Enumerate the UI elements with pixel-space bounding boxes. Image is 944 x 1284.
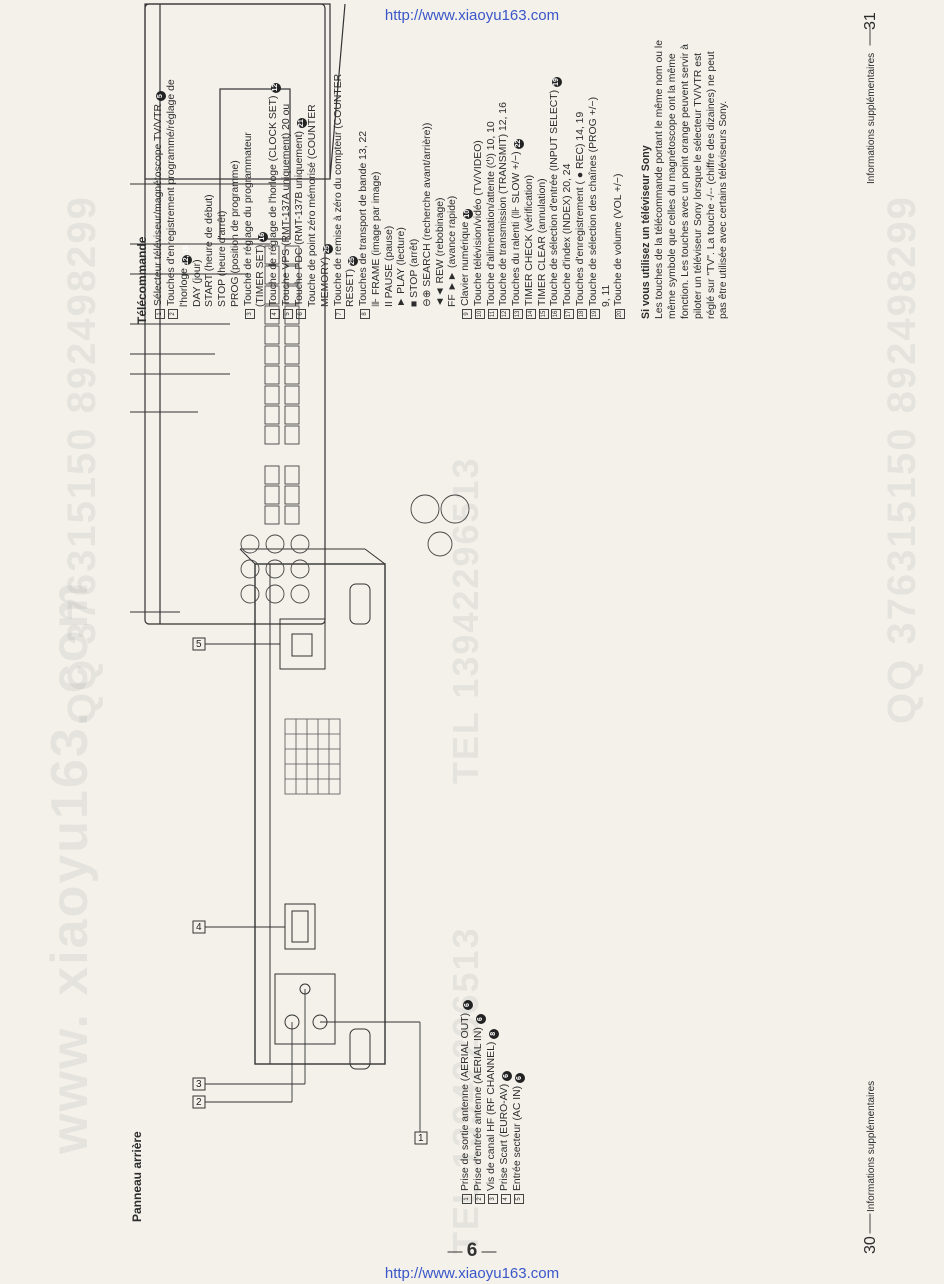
remote-item: 14TIMER CHECK (vérification) — [524, 174, 537, 319]
header-url[interactable]: http://www.xiaoyu163.com — [384, 7, 560, 24]
footer-url[interactable]: http://www.xiaoyu163.com — [384, 1265, 560, 1282]
remote-item: II PAUSE (pause) — [383, 225, 395, 307]
remote-item: STOP (heure d'arrêt) — [217, 210, 229, 307]
remote-item: 11Touche d'alimentation/attente (⏻) 10, … — [485, 121, 498, 319]
svg-text:4: 4 — [196, 922, 202, 933]
remote-item: ► PLAY (lecture) — [396, 227, 408, 307]
remote-item: 8Touches de transport de bande 13, 22 — [358, 0, 371, 319]
remote-item: 4Touche de réglage de l'horloge (CLOCK S… — [268, 0, 282, 319]
remote-item: 17Touche d'index (INDEX) 20, 24 — [562, 163, 575, 319]
remote-title: Télécommande — [135, 236, 149, 324]
remote-item: DAY (jour) — [191, 259, 203, 307]
remote-item: l'horloge 12, 15 — [178, 245, 192, 307]
remote-item: 6Touche PDC (RMT-137B uniquement) 21 — [294, 0, 307, 319]
page-number-right: 31 — [862, 12, 879, 30]
remote-item: 3Touche de réglage du programmateur — [243, 0, 256, 319]
svg-text:5: 5 — [196, 639, 202, 650]
footer-label-left: Informations supplémentaires — [866, 1080, 877, 1212]
sheet-page-number: — 6 — — [447, 1240, 497, 1261]
remote-item: 9Clavier numérique 10 — [460, 0, 473, 319]
remote-item: ◄◄ REW (rebobinage) — [434, 197, 446, 307]
remote-items: 1Sélecteur téléviseur/magnétoscope TV/VT… — [153, 0, 626, 319]
remote-item: PROG (position de programme) — [229, 160, 241, 307]
remote-item: 15TIMER CLEAR (annulation) — [536, 178, 549, 319]
sony-note: Si vous utilisez un téléviseur Sony Les … — [640, 34, 731, 319]
page-number-left: 30 — [862, 1236, 879, 1254]
remote-item: ⊪ FRAME (image par image) — [371, 171, 383, 307]
remote-item: 5Touche VPS (RMT-137A uniquement) 20 ou — [281, 0, 294, 319]
remote-item: 7Touche de remise à zéro du compteur (CO… — [333, 0, 346, 319]
remote-item: 9, 11 — [600, 284, 612, 307]
sony-note-title: Si vous utilisez un téléviseur Sony — [640, 145, 652, 319]
remote-item: 16Touche de sélection d'entrée (INPUT SE… — [549, 77, 563, 319]
remote-item: Touche de point zéro mémorisé (COUNTER — [306, 104, 318, 307]
remote-item: 10Touche télévision/vidéo (TV/VIDEO) — [472, 140, 485, 319]
svg-text:2: 2 — [196, 1097, 202, 1108]
remote-item: RESET) 25 — [345, 256, 359, 307]
svg-text:1: 1 — [418, 1133, 424, 1144]
remote-item: 1Sélecteur téléviseur/magnétoscope TV/VT… — [153, 0, 166, 319]
remote-item: FF ►► (avance rapide) — [447, 195, 459, 307]
remote-item: 2Touches d'enregistrement programmé/régl… — [166, 0, 179, 319]
remote-item: (TIMER SET) 16 — [255, 231, 269, 307]
remote-item: MEMORY) 25 — [319, 244, 333, 307]
remote-item: ⊖⊕ SEARCH (recherche avant/arrière)) — [421, 122, 433, 307]
sony-note-body: Les touches de la télécommande portant l… — [653, 40, 730, 319]
remote-item: 20Touche de volume (VOL +/−) — [613, 173, 626, 319]
remote-item: START (heure de début) — [204, 194, 216, 307]
footer-label-right: Informations supplémentaires — [866, 52, 877, 184]
remote-item: 12Touche de transmission (TRANSMIT) 12, … — [498, 102, 511, 319]
svg-text:3: 3 — [196, 1079, 202, 1090]
remote-item: 18Touches d'enregistrement ( ● REC) 14, … — [575, 111, 588, 319]
remote-item: 13Touches du ralenti (⊪ SLOW +/−) 22 — [511, 138, 525, 319]
footer-divider-left — [869, 1213, 871, 1234]
remote-item: 19Touche de sélection des chaînes (PROG … — [587, 96, 600, 319]
remote-item: ■ STOP (arrêt) — [409, 238, 421, 307]
